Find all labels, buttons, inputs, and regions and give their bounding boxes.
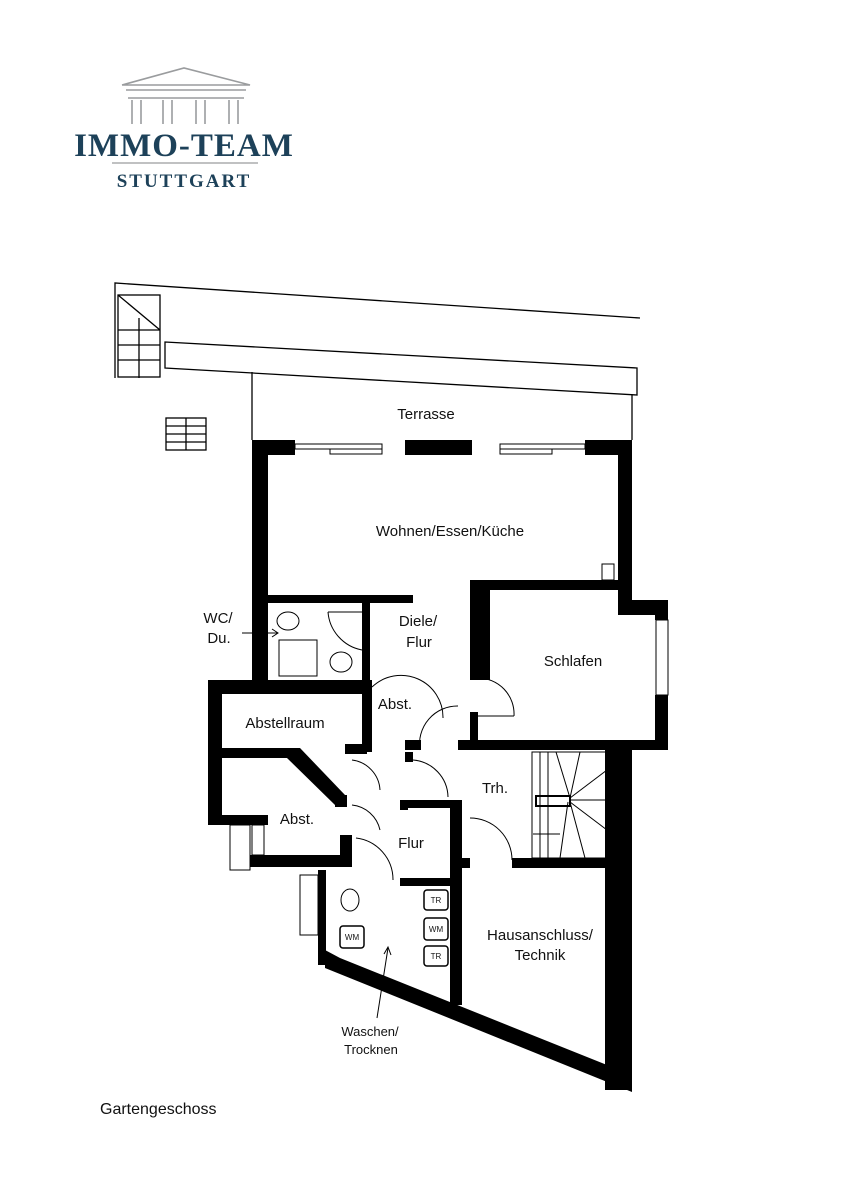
room-abst-1: Abst. [378, 696, 412, 713]
logo-name: IMMO-TEAM [74, 128, 294, 164]
dryer-1 [423, 889, 449, 911]
room-waschen-1: Waschen/ [341, 1024, 399, 1039]
appliances [339, 889, 449, 967]
room-trh: Trh. [482, 780, 508, 797]
dryer-2 [423, 945, 449, 967]
room-waschen-2: Trocknen [344, 1042, 398, 1057]
logo [112, 67, 258, 164]
staircase [531, 751, 608, 859]
room-wohnen: Wohnen/Essen/Küche [376, 523, 524, 540]
room-hausanschluss-2: Technik [515, 947, 566, 964]
sink-icon-laundry [340, 888, 360, 912]
washer-1-label: WM [429, 925, 444, 934]
washer-2-label: WM [345, 933, 360, 942]
toilet-icon [276, 611, 300, 631]
sink-icon [329, 651, 353, 673]
floor-name: Gartengeschoss [100, 1101, 217, 1118]
washer-2 [339, 925, 365, 949]
walls [208, 440, 668, 1092]
room-schlafen: Schlafen [544, 653, 602, 670]
doors [327, 611, 515, 881]
dryer-2-label: TR [431, 952, 442, 961]
room-wc-2: Du. [207, 630, 230, 647]
room-abst-2: Abst. [280, 811, 314, 828]
dryer-1-label: TR [431, 896, 442, 905]
washer-1 [423, 917, 449, 941]
room-abstellraum: Abstellraum [245, 715, 324, 732]
room-flur: Flur [398, 835, 424, 852]
logo-city: STUTTGART [117, 171, 252, 192]
room-diele-2: Flur [406, 634, 432, 651]
terrace [114, 282, 641, 451]
room-wc-1: WC/ [203, 610, 233, 627]
arrow-waschen [376, 945, 392, 1019]
windows [229, 443, 669, 936]
bathroom-fixtures [242, 611, 360, 912]
room-hausanschluss-1: Hausanschluss/ [487, 927, 594, 944]
room-diele-1: Diele/ [399, 613, 438, 630]
room-terrasse: Terrasse [397, 406, 455, 423]
shower-icon [278, 639, 318, 677]
